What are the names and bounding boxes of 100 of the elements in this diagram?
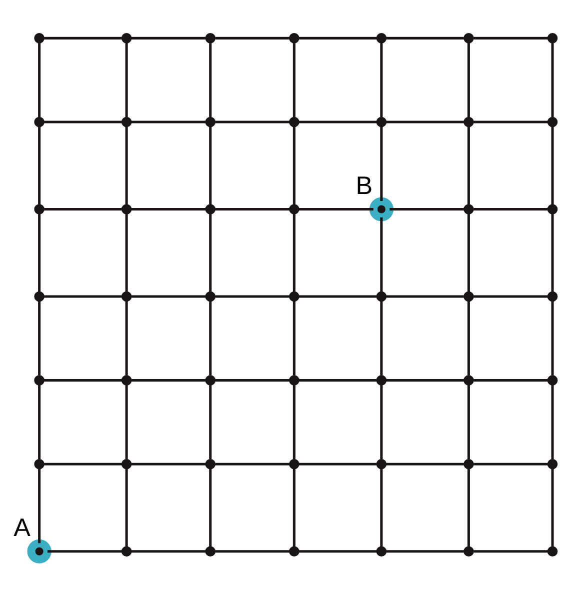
node-label: A xyxy=(14,513,31,542)
node-circle xyxy=(121,546,132,556)
connector xyxy=(474,207,548,210)
connector xyxy=(38,300,41,375)
node-circle xyxy=(205,290,216,302)
node-circle xyxy=(34,116,44,127)
connector xyxy=(386,378,464,382)
node-circle xyxy=(289,546,300,556)
connector xyxy=(467,384,470,459)
connector xyxy=(380,216,383,292)
connector xyxy=(215,550,290,552)
connector xyxy=(38,384,41,459)
connector xyxy=(467,42,470,117)
node-circle xyxy=(34,204,44,214)
node-circle xyxy=(289,290,300,302)
connector xyxy=(209,468,212,546)
node-circle xyxy=(289,458,300,469)
node-circle xyxy=(464,546,474,556)
connector xyxy=(209,300,212,375)
node-circle xyxy=(547,116,558,127)
node-circle xyxy=(464,116,474,127)
node-circle xyxy=(121,290,132,302)
connector xyxy=(380,126,383,200)
connector xyxy=(292,42,296,117)
connector xyxy=(292,384,296,459)
connector xyxy=(48,550,122,552)
node-circle xyxy=(369,196,394,221)
connector xyxy=(380,300,383,375)
connector xyxy=(467,468,470,546)
node-circle xyxy=(121,458,132,469)
connector xyxy=(380,468,383,546)
connector xyxy=(38,42,41,117)
connector xyxy=(131,378,206,382)
node-circle xyxy=(289,32,300,43)
node-circle xyxy=(547,374,558,385)
node-circle xyxy=(547,458,558,469)
connector xyxy=(298,550,377,552)
connector xyxy=(551,214,554,292)
connector xyxy=(131,36,206,39)
connector xyxy=(215,120,290,123)
connector xyxy=(390,207,464,210)
node-circle xyxy=(464,204,474,214)
node-circle xyxy=(205,458,216,469)
connector xyxy=(292,468,296,546)
node-circle xyxy=(121,374,132,385)
connector xyxy=(125,468,128,546)
connector xyxy=(131,550,206,552)
node-circle xyxy=(121,32,132,43)
node-circle xyxy=(376,290,387,302)
connector xyxy=(298,294,377,298)
node-label: B xyxy=(356,171,373,200)
connector xyxy=(474,36,548,39)
node-circle xyxy=(121,116,132,127)
node-circle xyxy=(205,546,216,556)
connector xyxy=(215,36,290,39)
node-circle xyxy=(205,116,216,127)
connector xyxy=(131,120,206,123)
connector xyxy=(292,300,296,375)
connector xyxy=(386,120,464,123)
connector xyxy=(125,126,128,204)
node-circle xyxy=(289,204,300,214)
connector xyxy=(386,36,464,39)
connector xyxy=(38,214,41,292)
connector xyxy=(209,214,212,292)
connector xyxy=(474,462,548,465)
connector xyxy=(298,207,374,210)
connector xyxy=(125,42,128,117)
connector xyxy=(44,462,122,465)
node-circle xyxy=(464,290,474,302)
node-circle xyxy=(34,32,44,43)
connector xyxy=(131,207,206,210)
node-circle xyxy=(547,32,558,43)
node-circle xyxy=(376,458,387,469)
connector xyxy=(298,462,377,465)
connector xyxy=(38,126,41,204)
connector xyxy=(131,294,206,298)
node-circle xyxy=(34,374,44,385)
node-circle xyxy=(289,116,300,127)
node-circle xyxy=(464,458,474,469)
connector xyxy=(386,550,464,552)
connector xyxy=(386,294,464,298)
connector xyxy=(380,42,383,117)
connector xyxy=(209,384,212,459)
node-circle xyxy=(376,32,387,43)
connector xyxy=(215,207,290,210)
connector xyxy=(551,42,554,117)
connector xyxy=(551,384,554,459)
connector xyxy=(292,126,296,204)
connector xyxy=(44,378,122,382)
connector xyxy=(474,550,548,552)
connector xyxy=(298,36,377,39)
connector xyxy=(380,384,383,459)
connector xyxy=(44,36,122,39)
connector xyxy=(386,462,464,465)
connector xyxy=(44,207,122,210)
connector xyxy=(551,126,554,204)
connector xyxy=(131,462,206,465)
connector xyxy=(467,300,470,375)
connector xyxy=(44,294,122,298)
node-circle xyxy=(27,538,52,563)
